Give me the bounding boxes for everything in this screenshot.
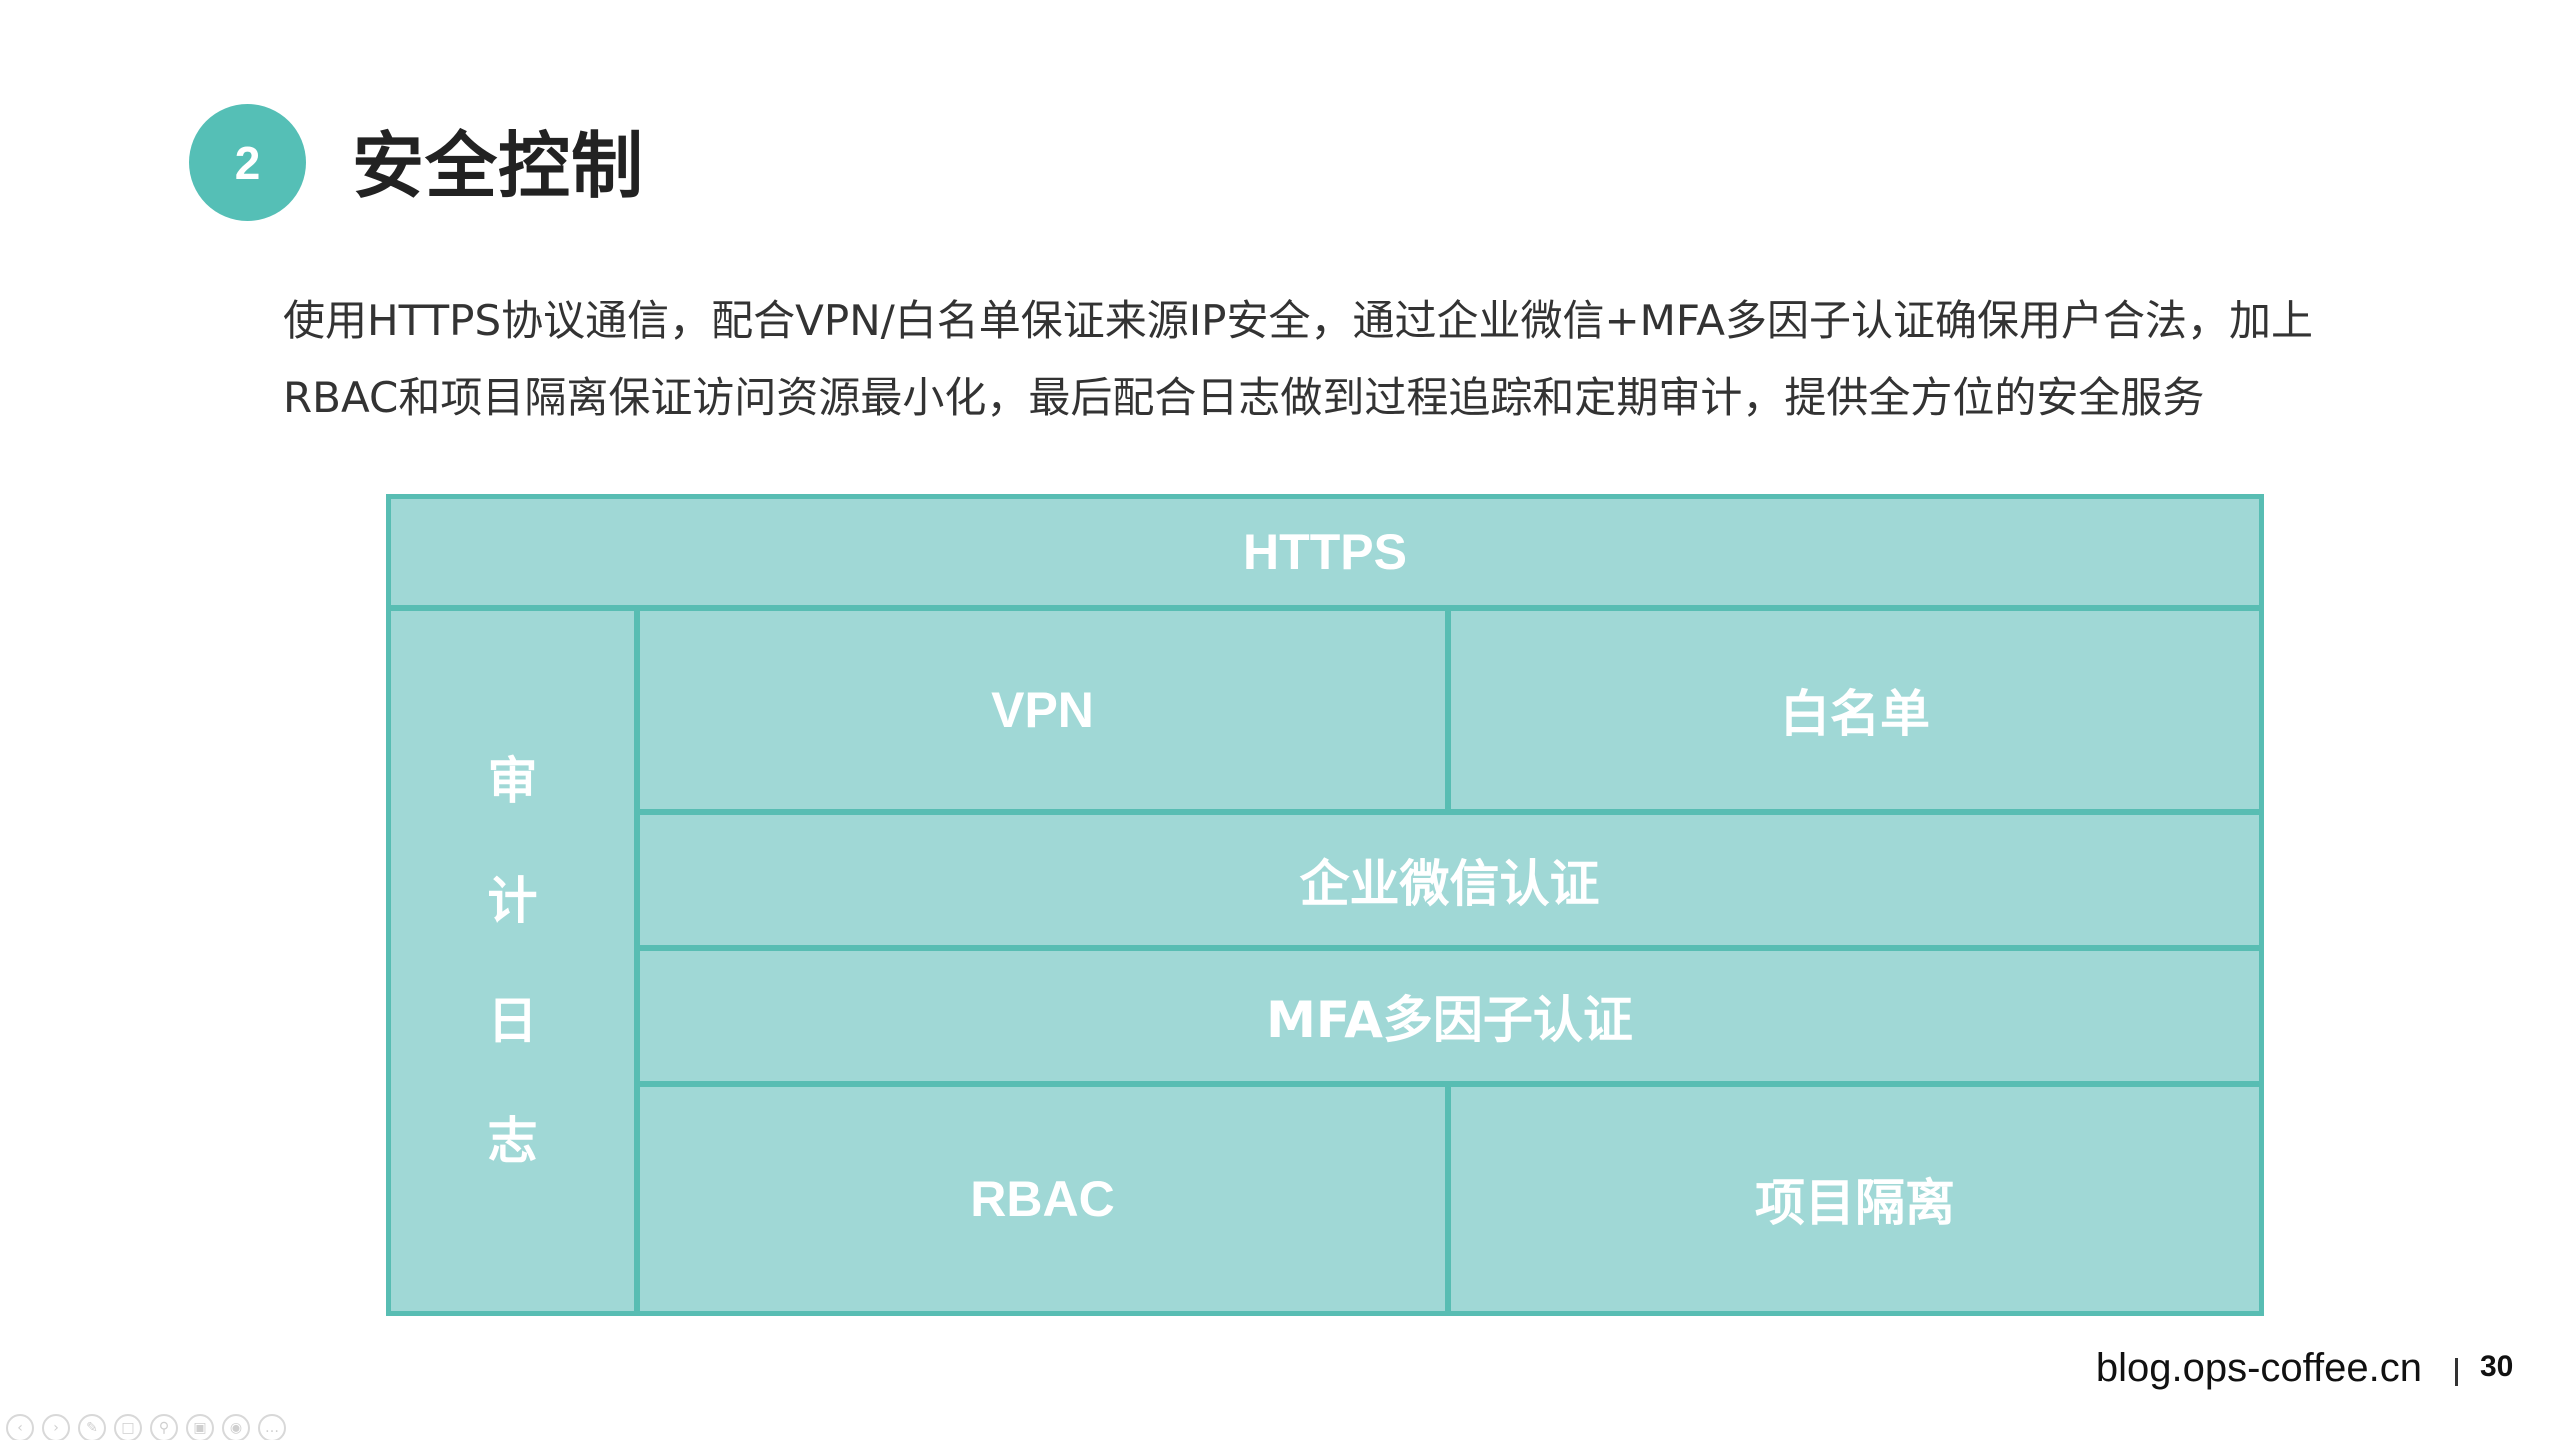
description-line-1: 使用HTTPS协议通信，配合VPN/白名单保证来源IP安全，通过企业微信+MFA… [283, 296, 2313, 345]
audit-log-cell: 审 计 日 志 [391, 611, 634, 1311]
presentation-toolbar: ‹ › ✎ □ ⚲ ▣ ◉ … [6, 1414, 286, 1440]
zoom-icon[interactable]: ⚲ [150, 1414, 178, 1440]
whitelist-cell: 白名单 [1451, 611, 2259, 809]
https-label: HTTPS [1243, 524, 1407, 580]
rbac-cell: RBAC [640, 1087, 1445, 1311]
page-number: 30 [2480, 1350, 2514, 1383]
vpn-cell: VPN [640, 611, 1445, 809]
divider [634, 611, 640, 1311]
description: 使用HTTPS协议通信，配合VPN/白名单保证来源IP安全，通过企业微信+MFA… [283, 282, 2413, 436]
footer-site-url: blog.ops-coffee.cn [2095, 1346, 2422, 1390]
whitelist-label: 白名单 [1780, 685, 1930, 743]
section-number-badge: 2 [189, 104, 306, 221]
wechat-auth-cell: 企业微信认证 [640, 815, 2259, 945]
mfa-cell: MFA多因子认证 [640, 951, 2259, 1081]
section-number: 2 [234, 136, 261, 189]
page-title: 安全控制 [352, 124, 645, 208]
https-cell: HTTPS [391, 499, 2259, 605]
prev-icon[interactable]: ‹ [6, 1414, 34, 1440]
vpn-label: VPN [991, 682, 1094, 738]
audit-log-char: 计 [487, 872, 538, 930]
project-isolation-label: 项目隔离 [1755, 1174, 1955, 1232]
divider [391, 605, 2259, 611]
divider [1445, 611, 1451, 809]
audit-log-char: 志 [487, 1112, 538, 1170]
next-icon[interactable]: › [42, 1414, 70, 1440]
pen-icon[interactable]: ✎ [78, 1414, 106, 1440]
description-line-2: RBAC和项目隔离保证访问资源最小化，最后配合日志做到过程追踪和定期审计，提供全… [283, 373, 2205, 422]
divider [640, 945, 2259, 951]
audit-log-char: 审 [487, 752, 538, 810]
divider [640, 1081, 2259, 1087]
security-layers-diagram: HTTPS 审 计 日 志 VPN 白名单 企业微信认证 MFA多因子认证 [386, 494, 2264, 1316]
wechat-auth-label: 企业微信认证 [1299, 855, 1600, 913]
pages-icon[interactable]: □ [114, 1414, 142, 1440]
divider [640, 809, 2259, 815]
mfa-label: MFA多因子认证 [1266, 991, 1633, 1049]
more-icon[interactable]: … [258, 1414, 286, 1440]
footer-separator [2455, 1358, 2458, 1386]
rbac-label: RBAC [970, 1171, 1115, 1227]
screen-icon[interactable]: ▣ [186, 1414, 214, 1440]
project-isolation-cell: 项目隔离 [1451, 1087, 2259, 1311]
divider [1445, 1087, 1451, 1311]
camera-icon[interactable]: ◉ [222, 1414, 250, 1440]
audit-log-char: 日 [487, 992, 538, 1050]
